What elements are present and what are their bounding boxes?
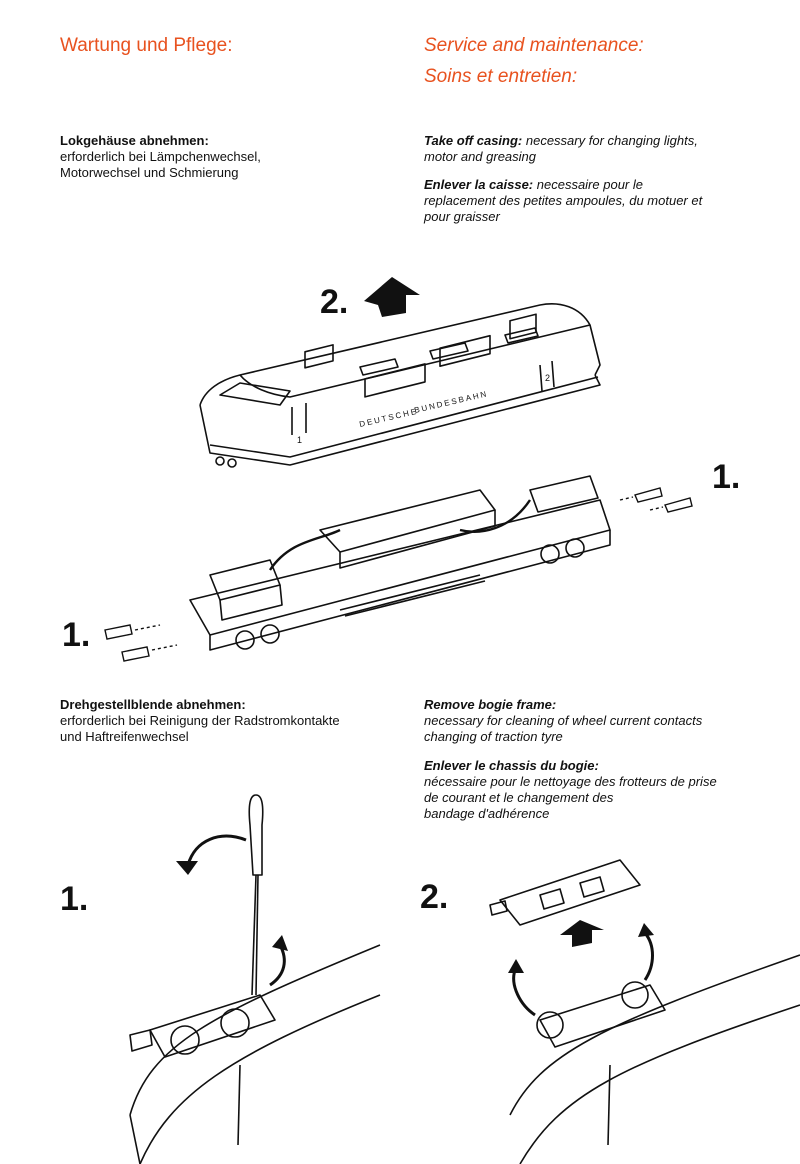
heading-german: Wartung und Pflege: [60, 35, 233, 56]
bogie-french-text: Enlever le chassis du bogie: nécessaire … [424, 758, 784, 822]
bogie-german-title: Drehgestellblende abnehmen: [60, 697, 246, 712]
casing-english-text: Take off casing: necessary for changing … [424, 133, 784, 165]
bogie-french-body-line-2: de courant et le changement des [424, 790, 614, 805]
bogie-french-body-line-1: nécessaire pour le nettoyage des frotteu… [424, 774, 717, 789]
casing-french-body-line-2: replacement des petites ampoules, du mot… [424, 193, 703, 208]
bogie-removal-step2-illustration [480, 855, 800, 1164]
bogie-removal-step1-illustration [110, 795, 380, 1164]
casing-german-text: Lokgehäuse abnehmen: erforderlich bei Lä… [60, 133, 390, 181]
bogie-german-text: Drehgestellblende abnehmen: erforderlich… [60, 697, 400, 745]
cab-number-2: 2 [545, 373, 550, 383]
lift-arrow-icon [364, 277, 420, 317]
step-number-bogie-2: 2. [420, 878, 449, 916]
casing-english-title: Take off casing: [424, 133, 523, 148]
casing-german-title: Lokgehäuse abnehmen: [60, 133, 209, 148]
casing-french-text: Enlever la caisse: necessaire pour le re… [424, 177, 784, 225]
loco-lettering-bundesbahn: BUNDESBAHN [413, 389, 489, 415]
step-number-screws-right: 1. [712, 458, 741, 496]
casing-german-body-line-2: Motorwechsel und Schmierung [60, 165, 239, 180]
casing-german-body-line-1: erforderlich bei Lämpchenwechsel, [60, 149, 261, 164]
heading-french: Soins et entretien: [424, 66, 578, 87]
casing-french-title: Enlever la caisse: [424, 177, 534, 192]
lift-arrow-icon-2 [560, 920, 604, 947]
locomotive-casing-illustration: DEUTSCHE BUNDESBAHN 1 2 [180, 295, 610, 475]
bogie-english-body-line-2: changing of traction tyre [424, 729, 563, 744]
cab-number-1: 1 [297, 435, 302, 445]
casing-english-body-line-1: necessary for changing lights, [522, 133, 698, 148]
casing-french-body-line-3: pour graisser [424, 209, 500, 224]
heading-english: Service and maintenance: [424, 35, 644, 56]
bogie-german-body-line-2: und Haftreifenwechsel [60, 729, 189, 744]
step-number-screws-left: 1. [62, 616, 91, 654]
bogie-french-title: Enlever le chassis du bogie: [424, 758, 599, 773]
bogie-german-body-line-1: erforderlich bei Reinigung der Radstromk… [60, 713, 340, 728]
bogie-english-title: Remove bogie frame: [424, 697, 557, 712]
casing-french-body-line-1: necessaire pour le [533, 177, 643, 192]
step-number-bogie-1: 1. [60, 880, 89, 918]
bogie-french-body-line-3: bandage d'adhérence [424, 806, 550, 821]
rotate-arrow-icon [188, 836, 246, 865]
casing-english-body-line-2: motor and greasing [424, 149, 537, 164]
bogie-english-body-line-1: necessary for cleaning of wheel current … [424, 713, 703, 728]
step-number-casing-lift: 2. [320, 283, 349, 321]
locomotive-chassis-illustration [150, 470, 700, 660]
bogie-english-text: Remove bogie frame: necessary for cleani… [424, 697, 784, 745]
